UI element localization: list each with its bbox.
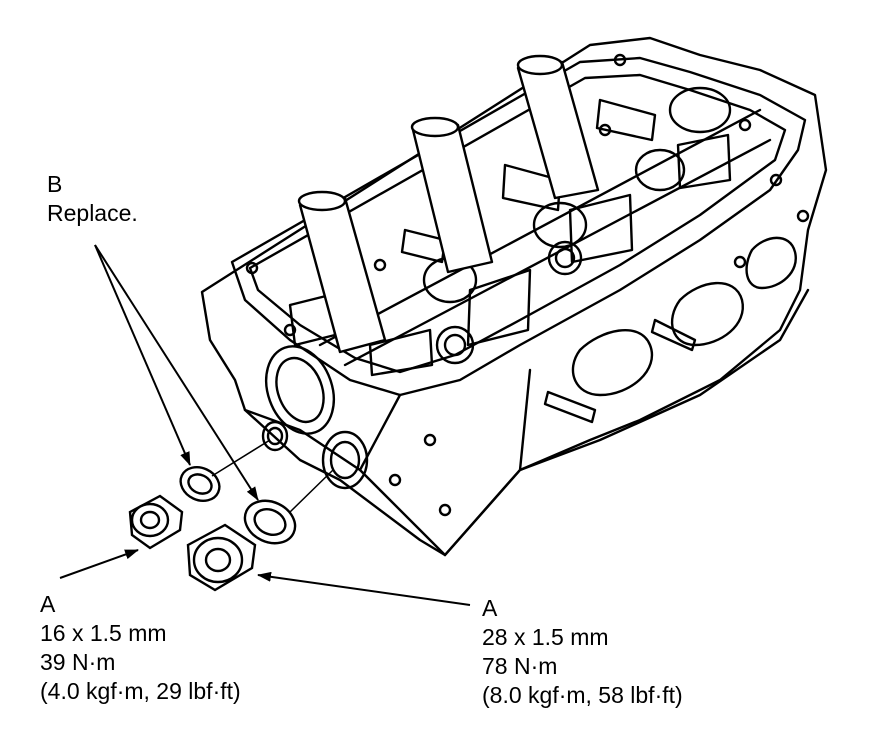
callout-b-note: Replace.	[47, 200, 138, 226]
cylinder-head	[200, 36, 828, 557]
sealing-washer-small	[179, 466, 221, 502]
callout-a-small-torque: 39 N·m	[40, 649, 116, 675]
callout-a-small: A 16 x 1.5 mm 39 N·m (4.0 kgf·m, 29 lbf·…	[40, 590, 241, 706]
callout-b: B Replace.	[47, 170, 138, 228]
sealing-washer-large	[243, 499, 297, 545]
arrow-b-to-large-washer	[94, 244, 259, 501]
callout-a-small-size: 16 x 1.5 mm	[40, 620, 167, 646]
arrow-a-to-large-plug	[257, 571, 471, 606]
arrow-a-to-small-plug	[59, 549, 139, 579]
callout-a-small-torque-alt: (4.0 kgf·m, 29 lbf·ft)	[40, 678, 241, 704]
callout-a-large-torque-alt: (8.0 kgf·m, 58 lbf·ft)	[482, 682, 683, 708]
leader-arrows	[59, 244, 471, 606]
assembly-lines	[211, 439, 334, 513]
callout-a-large: A 28 x 1.5 mm 78 N·m (8.0 kgf·m, 58 lbf·…	[482, 594, 683, 710]
plug-bolt-small	[128, 494, 184, 550]
callout-a-large-size: 28 x 1.5 mm	[482, 624, 609, 650]
callout-b-letter: B	[47, 171, 63, 197]
callout-a-small-letter: A	[40, 591, 56, 617]
plug-bolt-large	[186, 523, 257, 592]
callout-a-large-torque: 78 N·m	[482, 653, 558, 679]
arrow-b-to-small-washer	[94, 244, 191, 466]
callout-a-large-letter: A	[482, 595, 498, 621]
